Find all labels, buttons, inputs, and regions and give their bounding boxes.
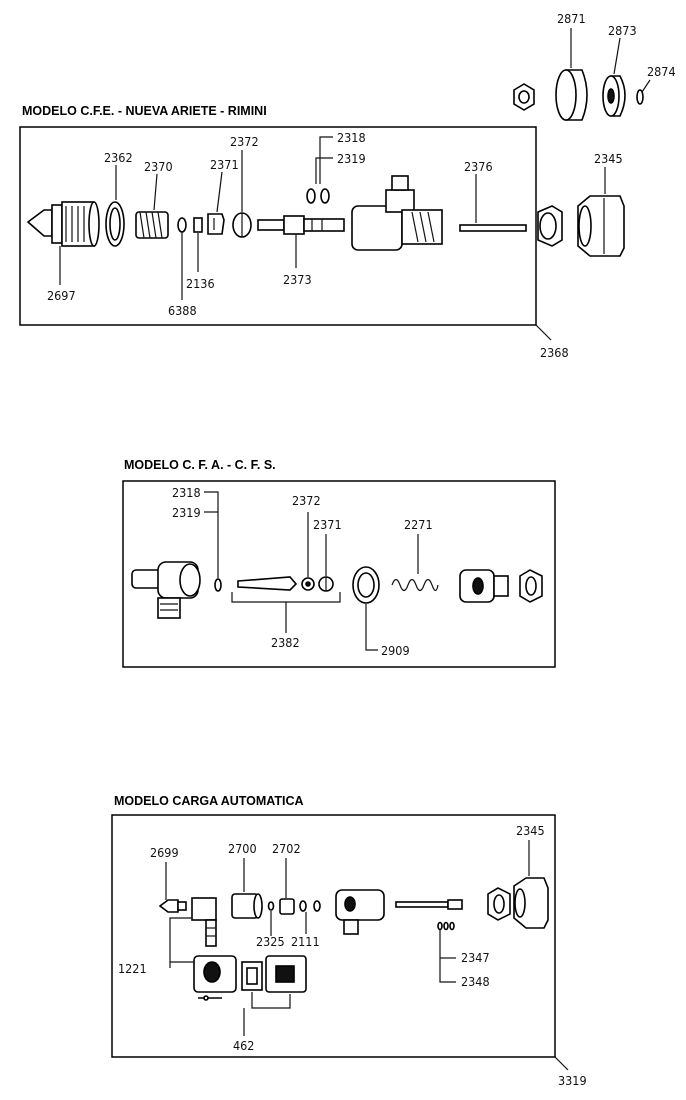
- label-2111: 2111: [291, 934, 320, 949]
- part-1221-solenoid-coil: [193, 955, 237, 1001]
- label-2370: 2370: [144, 159, 173, 174]
- section-title: MODELO C. F. A. - C. F. S.: [124, 458, 276, 472]
- section-title: MODELO CARGA AUTOMATICA: [114, 794, 304, 808]
- part-2382-stem-assembly: [237, 576, 334, 592]
- part-2372-cap: [232, 212, 252, 238]
- label-2371: 2371: [313, 517, 342, 532]
- label-2136: 2136: [186, 276, 215, 291]
- label-2319: 2319: [172, 505, 201, 520]
- label-2345: 2345: [594, 151, 623, 166]
- part-2271-spring: [391, 578, 439, 592]
- part-valve-body-elbow: [131, 561, 201, 619]
- part-rod: [395, 899, 463, 910]
- leader-lines: [165, 840, 569, 1071]
- part-tee-body: [351, 175, 443, 251]
- part-2136-nut: [193, 217, 203, 233]
- part-seat-fitting: [459, 569, 509, 603]
- part-2874-oring: [636, 89, 644, 105]
- part-2697-valve-body: [26, 201, 100, 247]
- label-3319: 3319: [558, 1073, 587, 1088]
- part-462-connector: [241, 955, 307, 993]
- label-2382: 2382: [271, 635, 300, 650]
- label-2702: 2702: [272, 841, 301, 856]
- part-labels: 2318 2319 2372 2371 2271 2382 2909: [172, 485, 433, 658]
- part-labels: 2871 2873 2874 2318 2319 2372 2362 2370 …: [47, 11, 676, 360]
- part-2371-clip: [207, 213, 225, 235]
- label-2348: 2348: [461, 974, 490, 989]
- part-6388-washer: [177, 217, 187, 233]
- label-2874: 2874: [647, 64, 676, 79]
- label-462: 462: [233, 1038, 254, 1053]
- part-2362-gasket: [105, 201, 125, 247]
- part-hex-nut-small: [513, 83, 535, 111]
- part-2699-fitting: [158, 899, 187, 913]
- label-2700: 2700: [228, 841, 257, 856]
- label-2372: 2372: [292, 493, 321, 508]
- part-valve-body: [335, 889, 385, 935]
- part-solenoid-valve-block: [191, 897, 217, 947]
- label-2345: 2345: [516, 823, 545, 838]
- part-2909-gasket: [352, 566, 380, 604]
- label-2873: 2873: [608, 23, 637, 38]
- label-2376: 2376: [464, 159, 493, 174]
- label-2373: 2373: [283, 272, 312, 287]
- part-2873-cone: [602, 75, 626, 117]
- leader-lines: [59, 28, 651, 341]
- section-cfa-cfs: MODELO C. F. A. - C. F. S.: [122, 458, 556, 668]
- label-2325: 2325: [256, 934, 285, 949]
- part-2702-plug: [279, 898, 295, 915]
- label-2319: 2319: [337, 151, 366, 166]
- part-hex-nut-medium: [537, 205, 563, 247]
- part-2345-cap-nut: [577, 195, 625, 257]
- label-2697: 2697: [47, 288, 76, 303]
- part-2871-ring-nut: [555, 69, 588, 121]
- label-2318: 2318: [337, 130, 366, 145]
- section-frame: [111, 814, 556, 1058]
- part-2111-oring: [299, 900, 321, 912]
- label-2271: 2271: [404, 517, 433, 532]
- part-2370-spring: [135, 211, 169, 239]
- label-2318: 2318: [172, 485, 201, 500]
- section-frame: [19, 126, 537, 326]
- part-2318-2319-orings: [214, 578, 222, 592]
- label-6388: 6388: [168, 303, 197, 318]
- label-2368: 2368: [540, 345, 569, 360]
- label-2699: 2699: [150, 845, 179, 860]
- part-2318-2319-orings: [306, 188, 330, 204]
- label-1221: 1221: [118, 961, 147, 976]
- part-hex-nut: [487, 887, 511, 921]
- label-2909: 2909: [381, 643, 410, 658]
- part-2345-cap-nut: [513, 877, 549, 929]
- part-2376-rod: [459, 224, 527, 232]
- leader-lines: [204, 491, 419, 651]
- label-2371: 2371: [210, 157, 239, 172]
- part-labels: 2699 2700 2702 2345 2325 2111 1221 2347 …: [118, 823, 587, 1088]
- part-2347-2348-orings: [437, 921, 455, 931]
- label-2871: 2871: [557, 11, 586, 26]
- label-2347: 2347: [461, 950, 490, 965]
- section-carga-automatica: MODELO CARGA AUTOMATICA: [111, 794, 587, 1088]
- part-2325-oring: [267, 901, 275, 911]
- label-2372: 2372: [230, 134, 259, 149]
- label-2362: 2362: [104, 150, 133, 165]
- section-cfe-nueva-ariete-rimini: MODELO C.F.E. - NUEVA ARIETE - RIMINI: [19, 11, 676, 360]
- part-hex-nut: [519, 569, 543, 603]
- part-2700-sleeve: [231, 893, 263, 919]
- part-2373-stem: [257, 215, 345, 235]
- section-frame: [122, 480, 556, 668]
- section-title: MODELO C.F.E. - NUEVA ARIETE - RIMINI: [22, 104, 267, 118]
